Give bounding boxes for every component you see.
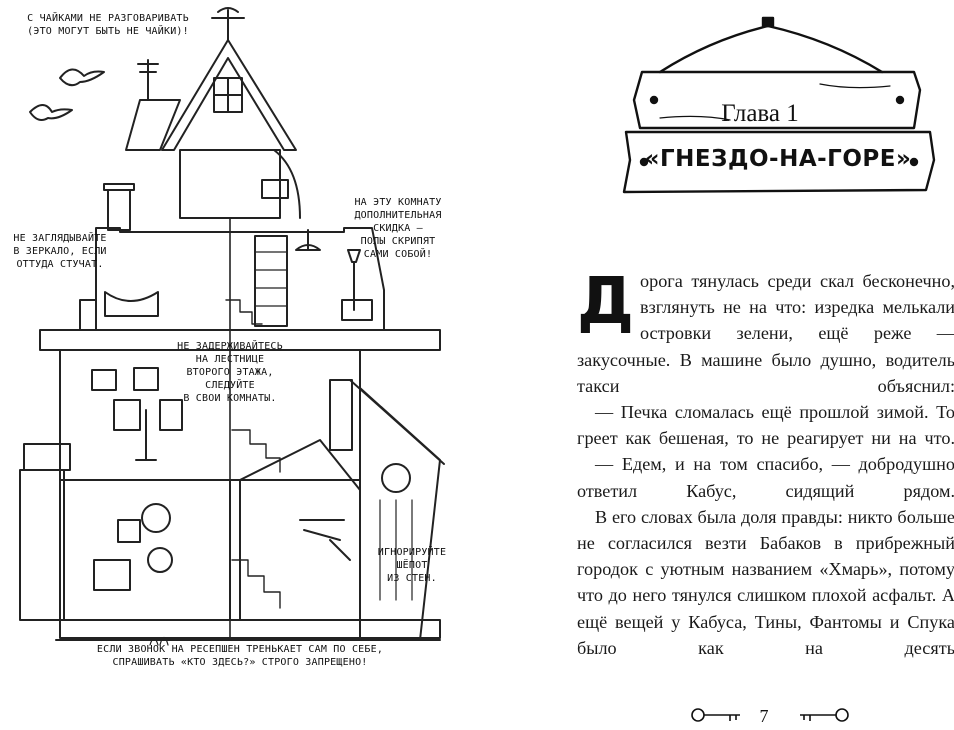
chapter-title: «ГНЕЗДО-НА-ГОРЕ» (644, 146, 912, 172)
note-seagulls: С ЧАЙКАМИ НЕ РАЗГОВАРИВАТЬ (ЭТО МОГУТ БЫ… (27, 13, 189, 37)
chapter-number: Глава 1 (721, 100, 799, 127)
note-room-discount: НА ЭТУ КОМНАТУ ДОПОЛНИТЕЛЬНАЯ СКИДКА — П… (354, 197, 442, 260)
note-stairs: НЕ ЗАДЕРЖИВАЙТЕСЬ НА ЛЕСТНИЦЕ ВТОРОГО ЭТ… (177, 341, 283, 404)
paragraph: — Печка сломалась ещё прошлой зимой. То … (577, 402, 954, 449)
page-number: 7 (759, 706, 769, 726)
paragraph: В его словах была доля правды: никто бол… (577, 506, 954, 658)
key-icon (691, 708, 740, 722)
drop-cap: Д (577, 265, 634, 339)
seagull-icon (59, 68, 105, 87)
note-mirror: НЕ ЗАГЛЯДЫВАЙТЕ В ЗЕРКАЛО, ЕСЛИ ОТТУДА С… (13, 233, 107, 270)
seagull-icon (29, 104, 73, 121)
paragraph: — Едем, и на том спасибо, — добродушно о… (577, 454, 954, 501)
house-illustration (19, 7, 445, 646)
left-page: С ЧАЙКАМИ НЕ РАЗГОВАРИВАТЬ (ЭТО МОГУТ БЫ… (13, 7, 447, 668)
hanging-sign (622, 16, 936, 194)
note-reception-bell: ЕСЛИ ЗВОНОК НА РЕСЕПШЕН ТРЕНЬКАЕТ САМ ПО… (96, 644, 384, 668)
footer-ornament (691, 708, 849, 722)
key-icon (800, 708, 849, 722)
note-whisper: ИГНОРИРУЙТЕ ШЁПОТ ИЗ СТЕН. (377, 547, 447, 584)
